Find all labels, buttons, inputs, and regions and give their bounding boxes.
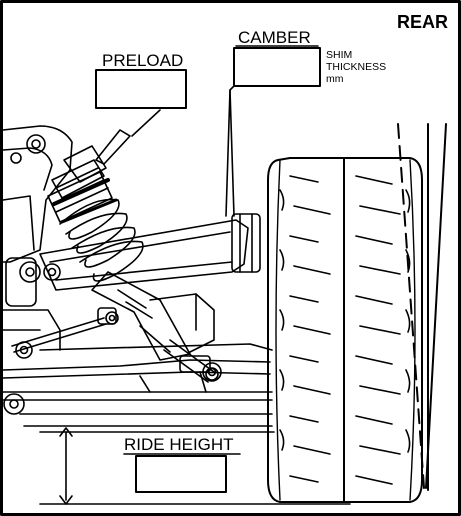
- shock-absorber: [47, 145, 219, 381]
- preload-label: PRELOAD: [102, 51, 183, 70]
- shim-unit-label: mm: [326, 73, 344, 85]
- shim-label: SHIM: [326, 49, 352, 61]
- tire-tread-left: [279, 175, 331, 483]
- camber-shim-entry-box[interactable]: [233, 47, 321, 87]
- lower-suspension-arm: [2, 343, 273, 427]
- ride-height-label: RIDE HEIGHT: [124, 435, 234, 454]
- preload-callout: [95, 69, 187, 165]
- camber-reference-lines: [397, 123, 447, 491]
- tire-tread-right: [355, 175, 411, 485]
- upper-camber-link: [39, 213, 261, 291]
- thickness-label: THICKNESS: [326, 61, 386, 73]
- camber-label: CAMBER: [238, 28, 311, 47]
- toe-link-rod: [11, 307, 119, 353]
- hub-carrier: [149, 293, 215, 383]
- rear-bulkhead: [2, 125, 73, 359]
- camber-callout: [225, 45, 321, 217]
- corner-label: REAR: [397, 12, 448, 32]
- rear-tire: [267, 157, 423, 503]
- ride-height-entry-box[interactable]: [135, 455, 227, 493]
- preload-entry-box[interactable]: [95, 69, 187, 109]
- camber-angle-line: [397, 123, 425, 489]
- ride-height-callout: [39, 427, 351, 505]
- camber-angle-line-outer: [425, 123, 447, 489]
